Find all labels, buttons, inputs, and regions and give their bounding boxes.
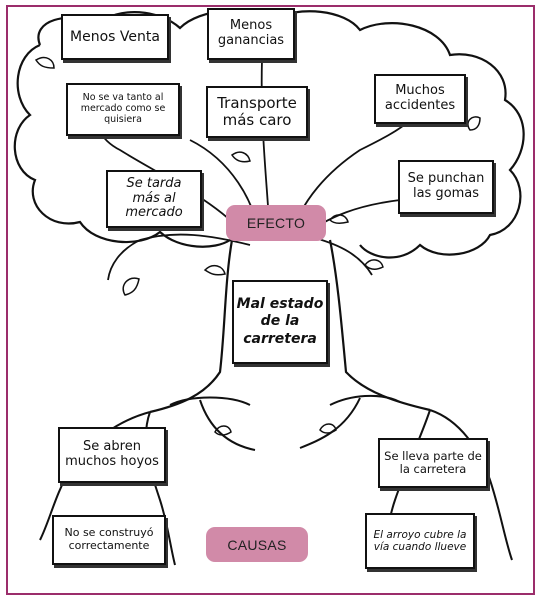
effect-card-se-punchan: Se punchan las gomas xyxy=(398,160,494,214)
effect-label: EFECTO xyxy=(226,205,326,241)
cause-card-no-se-construyo: No se construyó correctamente xyxy=(52,515,166,565)
cause-card-se-lleva: Se lleva parte de la carretera xyxy=(378,438,488,488)
cause-label: CAUSAS xyxy=(206,527,308,562)
central-problem-sign: Mal estado de la carretera xyxy=(232,280,328,364)
effect-card-muchos-accidentes: Muchos accidentes xyxy=(374,74,466,124)
effect-card-se-tarda: Se tarda más al mercado xyxy=(106,170,202,228)
cause-card-se-abren: Se abren muchos hoyos xyxy=(58,427,166,483)
page-frame xyxy=(6,5,535,595)
effect-card-transporte: Transporte más caro xyxy=(206,86,308,138)
effect-card-no-se-va: No se va tanto al mercado como se quisie… xyxy=(66,83,180,136)
effect-card-menos-ganancias: Menos ganancias xyxy=(207,8,295,60)
leaves xyxy=(34,56,481,436)
effect-card-menos-venta: Menos Venta xyxy=(61,14,169,60)
tree-branches xyxy=(92,59,411,281)
cause-card-el-arroyo: El arroyo cubre la vía cuando llueve xyxy=(365,513,475,569)
